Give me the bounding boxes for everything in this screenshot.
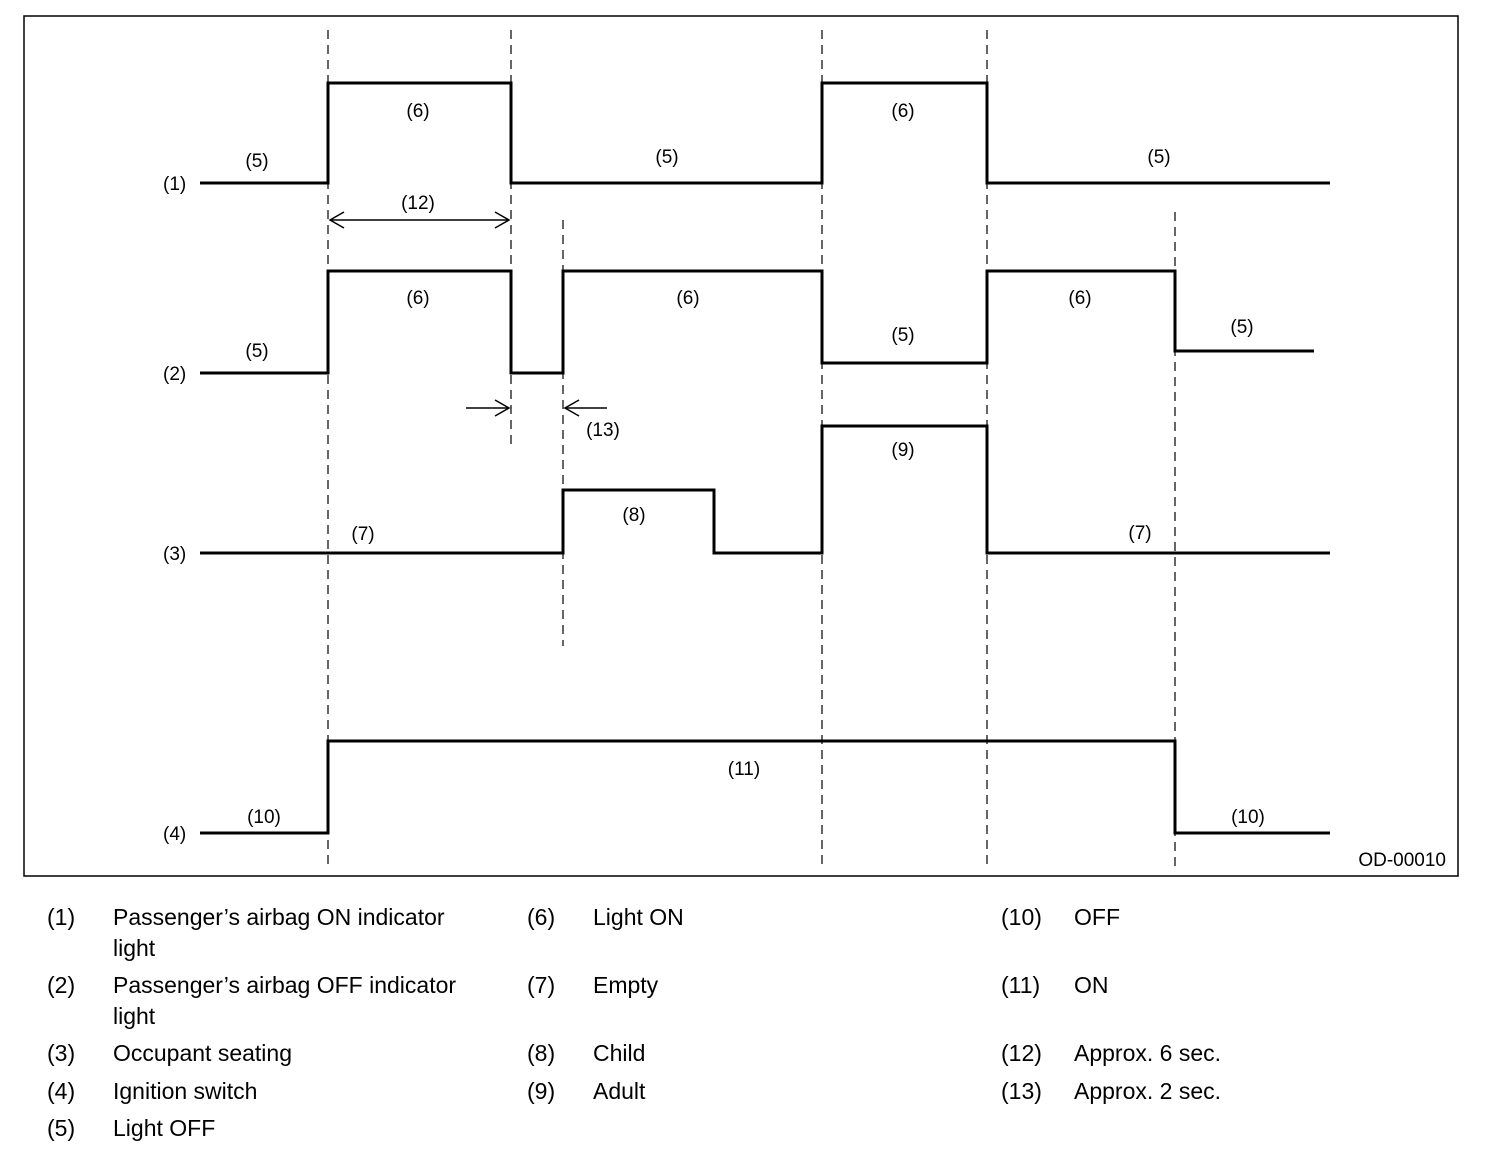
waveform-row-3	[200, 424, 1330, 555]
segment-label: (5)	[245, 151, 268, 172]
legend-text: Empty	[593, 972, 659, 998]
row-label-4: (4)	[163, 824, 186, 845]
arrowhead-left-icon	[328, 211, 345, 229]
legend-number: (10)	[1001, 904, 1042, 930]
legend-text-line: light	[113, 1003, 156, 1029]
legend-number: (7)	[527, 972, 556, 998]
segment-label: (8)	[622, 505, 645, 526]
segment-label: (5)	[655, 147, 678, 168]
legend-text: Approx. 2 sec.	[1074, 1078, 1222, 1104]
legend-text: ON	[1074, 972, 1109, 998]
legend-item: (2) Passenger’s airbag OFF indicator lig…	[47, 970, 517, 1032]
waveform-row-4	[200, 739, 1330, 835]
row-label-3: (3)	[163, 544, 186, 565]
legend-number: (2)	[47, 972, 76, 998]
legend-text: Child	[593, 1040, 646, 1066]
legend-text-line: Passenger’s airbag OFF indicator	[113, 972, 457, 998]
segment-label: (9)	[891, 440, 914, 461]
legend-text: Ignition switch	[113, 1078, 258, 1104]
row-label-1: (1)	[163, 174, 186, 195]
segment-label: (5)	[245, 341, 268, 362]
legend-text-line: Passenger’s airbag ON indicator	[113, 904, 445, 930]
segment-label: (7)	[1128, 523, 1151, 544]
interval-long-label: (12)	[401, 193, 435, 214]
legend-number: (5)	[47, 1115, 76, 1141]
segment-label: (10)	[1231, 807, 1265, 828]
segment-label: (6)	[406, 288, 429, 309]
legend-number: (8)	[527, 1040, 556, 1066]
legend-text-line: light	[113, 935, 156, 961]
row-label-2: (2)	[163, 364, 186, 385]
legend-number: (11)	[1001, 972, 1041, 998]
arrowhead-right-icon	[494, 211, 511, 229]
legend-text: Approx. 6 sec.	[1074, 1040, 1222, 1066]
segment-label: (6)	[1068, 288, 1091, 309]
legend-text: Occupant seating	[113, 1040, 293, 1066]
legend-number: (4)	[47, 1078, 76, 1104]
interval-short-label: (13)	[586, 420, 620, 441]
legend-item: (1) Passenger’s airbag ON indicator ligh…	[47, 902, 517, 964]
segment-label: (6)	[891, 101, 914, 122]
timing-diagram: (1) (2) (3) (4) (5) (6) (5) (6) (5) (12)…	[23, 15, 1459, 877]
legend-number: (6)	[527, 904, 556, 930]
segment-label: (5)	[1230, 317, 1253, 338]
arrowhead-left-icon	[563, 399, 580, 417]
legend-number: (1)	[47, 904, 76, 930]
legend-number: (9)	[527, 1078, 556, 1104]
arrowhead-right-icon	[494, 399, 511, 417]
legend-text: Passenger’s airbag OFF indicator light	[113, 970, 456, 1032]
legend-number: (3)	[47, 1040, 76, 1066]
legend-text: Adult	[593, 1078, 646, 1104]
legend-text: OFF	[1074, 904, 1120, 930]
legend-text: Light OFF	[113, 1115, 216, 1141]
figure-code: OD-00010	[1358, 850, 1446, 871]
segment-label: (6)	[676, 288, 699, 309]
legend-text: Light ON	[593, 904, 684, 930]
waveform-row-2	[200, 269, 1314, 375]
legend-number: (12)	[1001, 1040, 1042, 1066]
segment-label: (5)	[1147, 147, 1170, 168]
legend-text: Passenger’s airbag ON indicator light	[113, 902, 445, 964]
segment-label: (5)	[891, 325, 914, 346]
segment-label: (10)	[247, 807, 281, 828]
segment-label: (6)	[406, 101, 429, 122]
diagram-frame	[23, 15, 1459, 877]
segment-label: (11)	[728, 759, 760, 780]
legend-number: (13)	[1001, 1078, 1042, 1104]
segment-label: (7)	[351, 524, 374, 545]
waveform-row-1	[200, 81, 1330, 185]
